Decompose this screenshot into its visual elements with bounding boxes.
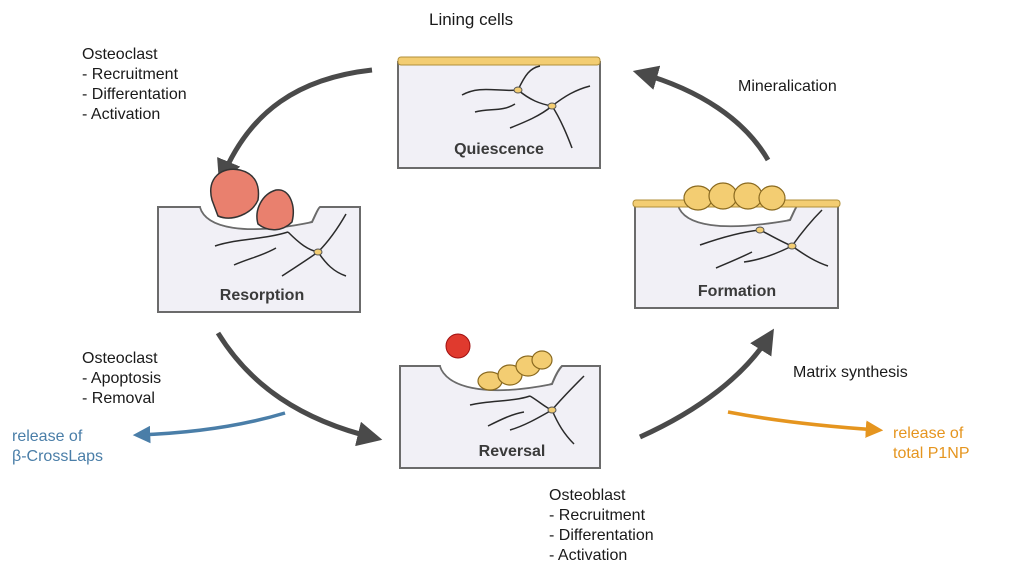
osteoclast-cell: [257, 190, 293, 230]
osteoblast-list: Osteoblast - Recruitment - Differentatio…: [549, 486, 654, 566]
cycle-arrow-reversal-to-formation: [640, 335, 770, 437]
mineralisation-label: Mineralication: [738, 77, 837, 97]
release-line: release of: [12, 427, 103, 447]
stage-label-resorption: Resorption: [220, 287, 304, 304]
quiescence-panel: Quiescence: [398, 57, 600, 168]
release-line: β-CrossLaps: [12, 447, 103, 467]
list-title: Osteoclast: [82, 45, 187, 65]
formation-panel: Formation: [633, 183, 840, 308]
release-p1np-label: release of total P1NP: [893, 424, 969, 464]
list-item: - Activation: [82, 105, 187, 125]
list-item: - Differentation: [549, 526, 654, 546]
release-line: release of: [893, 424, 969, 444]
osteoclast-top-list: Osteoclast - Recruitment - Differentatio…: [82, 45, 187, 125]
osteoclast-bottom-list: Osteoclast - Apoptosis - Removal: [82, 349, 161, 409]
cycle-arrow-quiescence-to-resorption: [222, 70, 372, 178]
resorption-panel: Resorption: [158, 169, 360, 312]
stage-label-reversal: Reversal: [479, 443, 546, 460]
list-title: Osteoclast: [82, 349, 161, 369]
list-item: - Recruitment: [549, 506, 654, 526]
release-line: total P1NP: [893, 444, 969, 464]
osteoclast-cell: [211, 169, 259, 218]
list-item: - Removal: [82, 389, 161, 409]
reversal-panel: Reversal: [400, 334, 600, 468]
list-item: - Differentation: [82, 85, 187, 105]
list-item: - Recruitment: [82, 65, 187, 85]
list-title: Osteoblast: [549, 486, 654, 506]
lining-cells-label: Lining cells: [429, 10, 513, 30]
stage-label-quiescence: Quiescence: [454, 141, 544, 158]
lining-cell-layer: [398, 57, 600, 65]
list-item: - Activation: [549, 546, 654, 566]
stage-label-formation: Formation: [698, 283, 776, 300]
release-beta-crosslaps-label: release of β-CrossLaps: [12, 427, 103, 467]
apoptotic-osteoclast-debris: [446, 334, 470, 358]
release-arrow-orange: [728, 412, 878, 430]
list-item: - Apoptosis: [82, 369, 161, 389]
matrix-synthesis-label: Matrix synthesis: [793, 363, 908, 383]
release-arrow-blue: [138, 413, 285, 435]
